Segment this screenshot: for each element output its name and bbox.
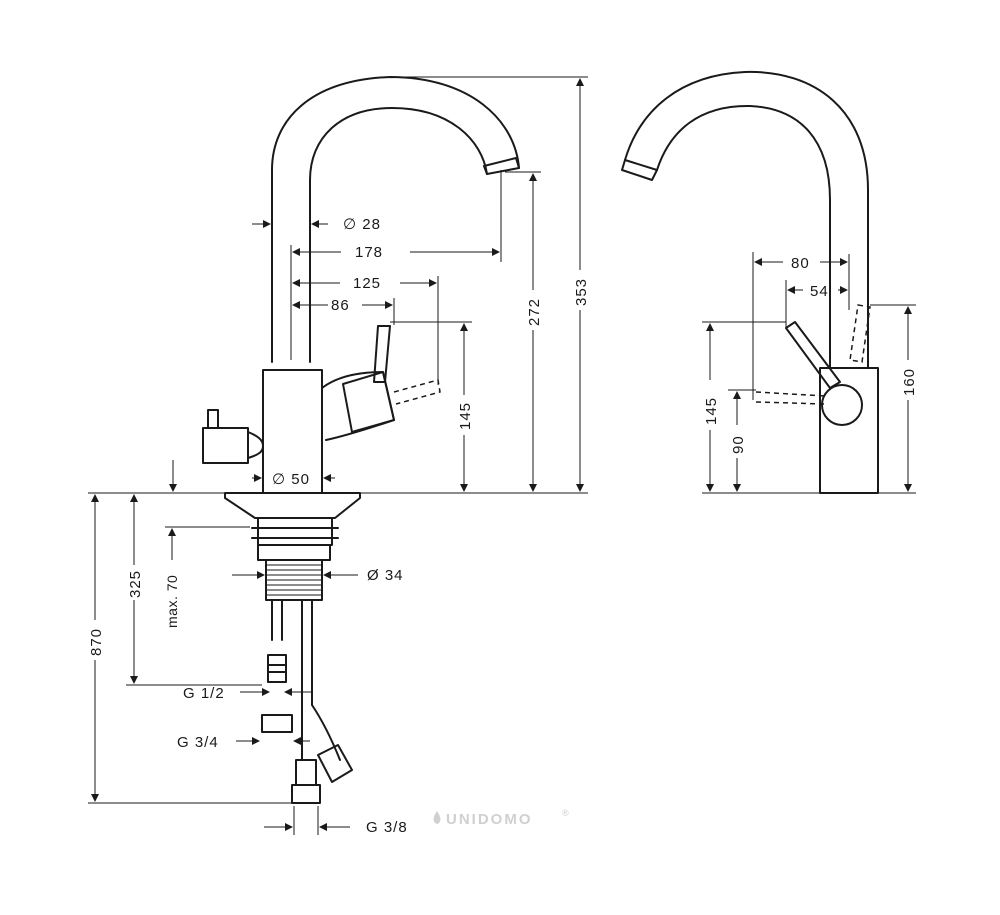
hose-left	[271, 599, 283, 641]
dim-870-label: 870	[88, 628, 105, 656]
dim-90-label: 90	[730, 435, 747, 454]
dim-160-label: 160	[901, 368, 918, 396]
thread-g34-label: G 3/4	[177, 734, 219, 751]
hose-right	[301, 599, 313, 761]
dim-325-label: 325	[127, 570, 144, 598]
dim-34-label: Ø 34	[367, 567, 404, 584]
lever-handle	[373, 325, 391, 383]
dim-86-label: 86	[331, 297, 350, 314]
watermark-registered: ®	[562, 808, 569, 818]
spout-tip	[483, 157, 520, 175]
dim-50-label: ∅ 50	[272, 471, 310, 488]
dim-145-front-label: 145	[457, 402, 474, 430]
fitting-g34	[261, 714, 293, 733]
side-dimensions: 80 54 145 90 160	[702, 252, 918, 494]
faucet-body	[262, 369, 323, 494]
side-lever	[785, 321, 841, 389]
side-cartridge	[821, 384, 863, 426]
side-spout-tip	[621, 159, 658, 181]
watermark-brand: UNIDOMO	[446, 811, 533, 828]
thread-g12-label: G 1/2	[183, 685, 225, 702]
fitting-g12	[267, 654, 287, 683]
side-view	[621, 70, 879, 494]
thread-rings	[265, 559, 323, 601]
dim-178-label: 178	[355, 244, 383, 261]
fitting-g38-bottom	[291, 784, 321, 804]
dim-max70-label: max. 70	[164, 575, 180, 628]
front-view	[202, 76, 520, 804]
front-dimensions: ∅ 28 178 125 86 ∅ 50 145 272	[88, 76, 590, 836]
dim-353-label: 353	[573, 278, 590, 306]
shank	[257, 517, 333, 546]
dim-272-label: 272	[526, 298, 543, 326]
spout-outer	[271, 76, 520, 363]
dim-54-label: 54	[810, 283, 829, 300]
dim-125-label: 125	[353, 275, 381, 292]
side-spout-outer	[624, 70, 869, 369]
thread-g38-label: G 3/8	[366, 819, 408, 836]
drop-icon	[433, 811, 441, 824]
dim-80-label: 80	[791, 255, 810, 272]
watermark: UNIDOMO ®	[433, 808, 569, 828]
fitting-side	[317, 744, 353, 783]
side-spout-inner	[656, 104, 831, 369]
dim-145-side-label: 145	[703, 397, 720, 425]
base-plate	[224, 492, 361, 519]
dim-28-label: ∅ 28	[343, 216, 381, 233]
spout-inner	[309, 107, 488, 363]
valve-knob	[202, 427, 249, 464]
